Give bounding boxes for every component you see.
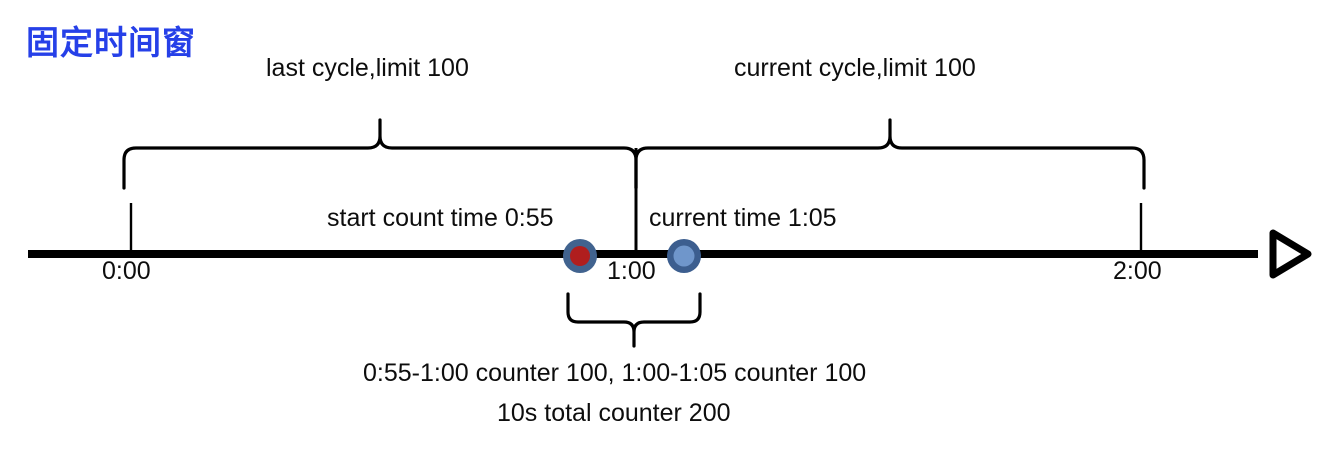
- brace-counting-window: [566, 292, 702, 348]
- last-cycle-label: last cycle,limit 100: [266, 54, 469, 82]
- page-title: 固定时间窗: [26, 24, 196, 61]
- axis-tick-label-0: 0:00: [102, 257, 151, 285]
- counters-summary-label: 0:55-1:00 counter 100, 1:00-1:05 counter…: [363, 359, 867, 387]
- current-time-label: current time 1:05: [649, 204, 837, 232]
- brace-last-cycle: [122, 118, 638, 190]
- axis-tick-label-1: 1:00: [607, 257, 656, 285]
- total-counter-label: 10s total counter 200: [497, 399, 731, 427]
- current-cycle-label: current cycle,limit 100: [734, 54, 976, 82]
- timeline-arrow-icon: [1269, 229, 1312, 279]
- start-count-time-label: start count time 0:55: [327, 204, 554, 232]
- axis-tick-label-2: 2:00: [1113, 257, 1162, 285]
- brace-current-cycle: [634, 118, 1146, 190]
- current-time-marker: [667, 239, 701, 273]
- start-count-marker: [563, 239, 597, 273]
